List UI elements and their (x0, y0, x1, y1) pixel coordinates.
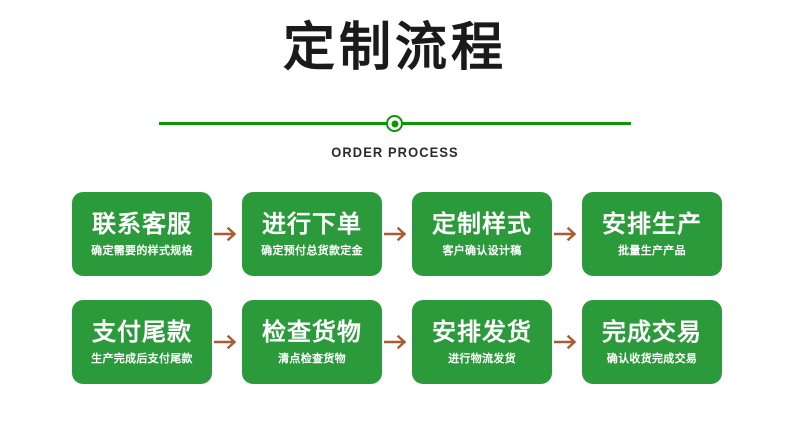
process-row-2: 支付尾款 生产完成后支付尾款 检查货物 清点检查货物 安排发货 进行物流发货 (72, 300, 722, 384)
step-description: 生产完成后支付尾款 (91, 352, 193, 365)
step-description: 进行物流发货 (448, 352, 516, 365)
step-description: 客户确认设计稿 (442, 244, 522, 257)
step-title: 进行下单 (262, 210, 362, 238)
arrow-right-icon (382, 335, 412, 349)
step-description: 批量生产产品 (618, 244, 686, 257)
arrow-right-icon (552, 227, 582, 241)
step-card[interactable]: 检查货物 清点检查货物 (242, 300, 382, 384)
step-card[interactable]: 支付尾款 生产完成后支付尾款 (72, 300, 212, 384)
section-divider (0, 112, 790, 134)
arrow-right-icon (212, 335, 242, 349)
step-card[interactable]: 定制样式 客户确认设计稿 (412, 192, 552, 276)
step-card[interactable]: 联系客服 确定需要的样式规格 (72, 192, 212, 276)
process-row-1: 联系客服 确定需要的样式规格 进行下单 确定预付总货款定金 定制样式 客户确认设… (72, 192, 722, 276)
page-subtitle: ORDER PROCESS (331, 144, 459, 160)
arrow-right-icon (212, 227, 242, 241)
page-title: 定制流程 (282, 18, 507, 78)
step-title: 安排生产 (602, 210, 702, 238)
step-description: 确定预付总货款定金 (261, 244, 363, 257)
step-title: 完成交易 (602, 318, 702, 346)
process-flow: 联系客服 确定需要的样式规格 进行下单 确定预付总货款定金 定制样式 客户确认设… (72, 192, 722, 384)
step-title: 支付尾款 (92, 318, 192, 346)
step-title: 定制样式 (432, 210, 532, 238)
arrow-right-icon (382, 227, 412, 241)
step-description: 确认收货完成交易 (606, 352, 698, 365)
step-title: 检查货物 (262, 318, 362, 346)
step-card[interactable]: 安排生产 批量生产产品 (582, 192, 722, 276)
step-title: 联系客服 (92, 210, 192, 238)
step-description: 确定需要的样式规格 (91, 244, 193, 257)
step-card[interactable]: 安排发货 进行物流发货 (412, 300, 552, 384)
header: 定制流程 (0, 0, 790, 78)
step-title: 安排发货 (432, 318, 532, 346)
arrow-right-icon (552, 335, 582, 349)
step-card[interactable]: 完成交易 确认收货完成交易 (582, 300, 722, 384)
step-description: 清点检查货物 (278, 352, 346, 365)
circle-dot-icon (386, 115, 403, 132)
step-card[interactable]: 进行下单 确定预付总货款定金 (242, 192, 382, 276)
